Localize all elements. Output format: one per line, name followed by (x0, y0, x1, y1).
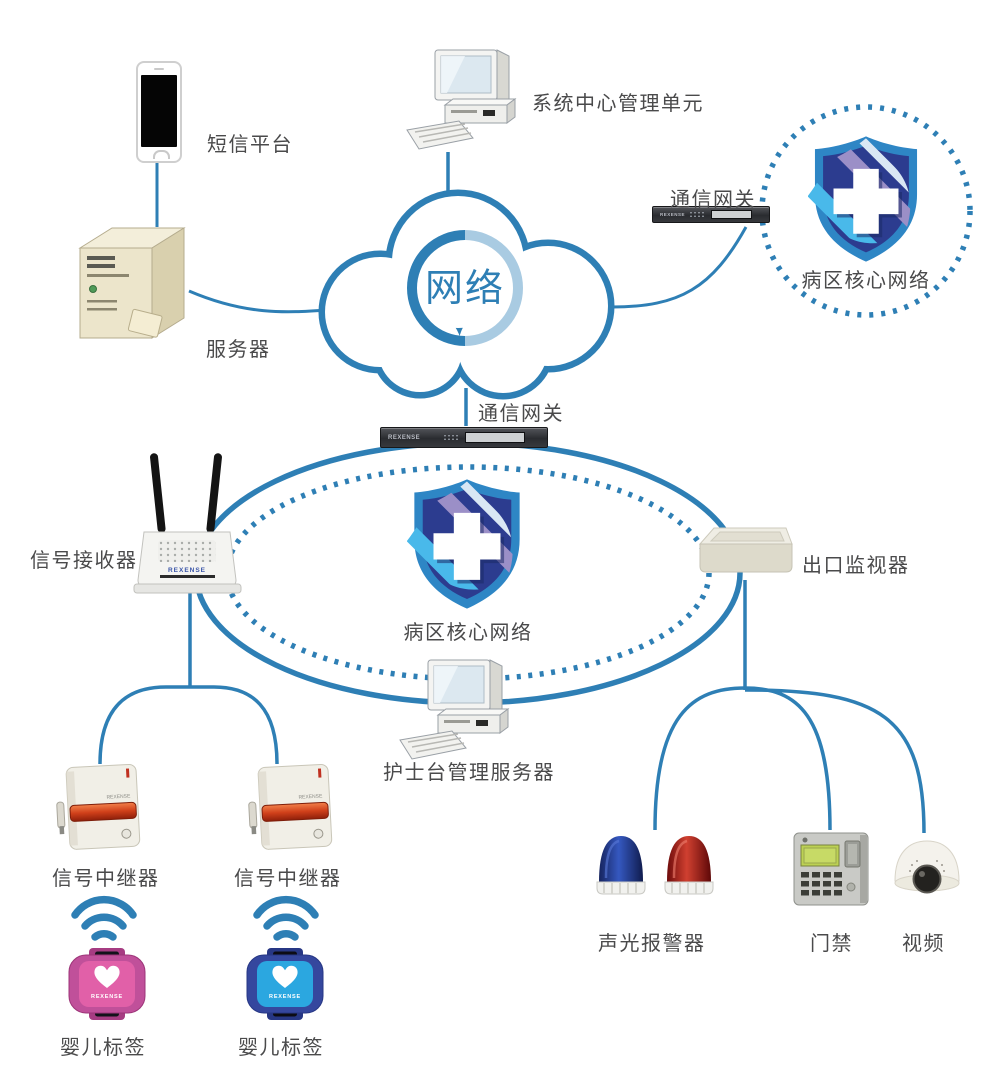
server-tower-icon (78, 227, 186, 339)
ward-core-label: 病区核心网络 (403, 622, 533, 644)
cross-icon (833, 168, 899, 234)
gateway-display (711, 209, 752, 220)
brand-text: REXENSE (106, 793, 131, 800)
heart-icon (272, 965, 298, 988)
system-center-computer-icon (406, 49, 517, 150)
baby-tag-label-1: 婴儿标签 (60, 1037, 146, 1059)
gateway-device-mid: REXENSE (380, 427, 548, 448)
brand-text: REXENSE (269, 994, 301, 1000)
line-server-cloud (188, 289, 328, 314)
shield-icon-ward (407, 477, 527, 611)
signal-receiver-label: 信号接收器 (30, 550, 138, 572)
brand-text: REXENSE (91, 994, 123, 1000)
gateway-display (465, 431, 525, 444)
line-cloud-gateway-right (611, 226, 748, 309)
heart-icon (94, 965, 120, 988)
wifi-icon-2 (253, 895, 319, 941)
sound-light-alarm-label: 声光报警器 (598, 933, 706, 955)
ward-core-remote-label: 病区核心网络 (801, 270, 931, 292)
gateway-device-top: REXENSE (652, 206, 770, 223)
line-to-alarm (653, 686, 746, 831)
server-label: 服务器 (206, 339, 271, 361)
cross-icon (433, 512, 501, 580)
baby-tag-blue-icon: REXENSE (246, 948, 324, 1020)
alarm-beacon-blue-icon (596, 836, 646, 895)
gateway-mid-label: 通信网关 (478, 403, 564, 425)
shield-icon-remote (808, 134, 924, 264)
smartphone-icon (136, 61, 182, 163)
alarm-beacon-red-icon (664, 836, 714, 895)
nurse-server-computer-icon (399, 659, 510, 760)
signal-repeater-icon-1: REXENSE (56, 763, 141, 850)
line-to-access (744, 686, 832, 831)
gateway-top-label: 通信网关 (670, 189, 756, 211)
line-receiver-bracket (98, 685, 279, 765)
baby-tag-pink-icon: REXENSE (68, 948, 146, 1020)
access-control-label: 门禁 (810, 933, 853, 955)
cloud-label: 网络 (425, 268, 505, 310)
signal-receiver-icon: REXENSE (133, 453, 242, 594)
brand-text: REXENSE (660, 212, 686, 217)
access-control-icon (793, 832, 869, 906)
baby-tag-label-2: 婴儿标签 (238, 1037, 324, 1059)
cloud-icon: 网络 (318, 189, 615, 400)
gateway-ports (689, 211, 706, 218)
signal-repeater-label-1: 信号中继器 (52, 868, 160, 890)
line-to-camera (744, 688, 926, 834)
gateway-ports (443, 434, 460, 441)
sms-platform-label: 短信平台 (207, 134, 293, 156)
nurse-server-label: 护士台管理服务器 (383, 762, 555, 784)
system-center-label: 系统中心管理单元 (532, 93, 704, 115)
signal-repeater-label-2: 信号中继器 (234, 868, 342, 890)
video-label: 视频 (902, 933, 945, 955)
brand-text: REXENSE (388, 434, 421, 441)
camera-icon (894, 840, 960, 894)
brand-text: REXENSE (168, 567, 206, 574)
signal-repeater-icon-2: REXENSE (248, 763, 333, 850)
exit-monitor-label: 出口监视器 (802, 555, 910, 577)
brand-text: REXENSE (298, 793, 323, 800)
wifi-icon-1 (71, 895, 137, 941)
exit-monitor-icon (698, 527, 793, 573)
